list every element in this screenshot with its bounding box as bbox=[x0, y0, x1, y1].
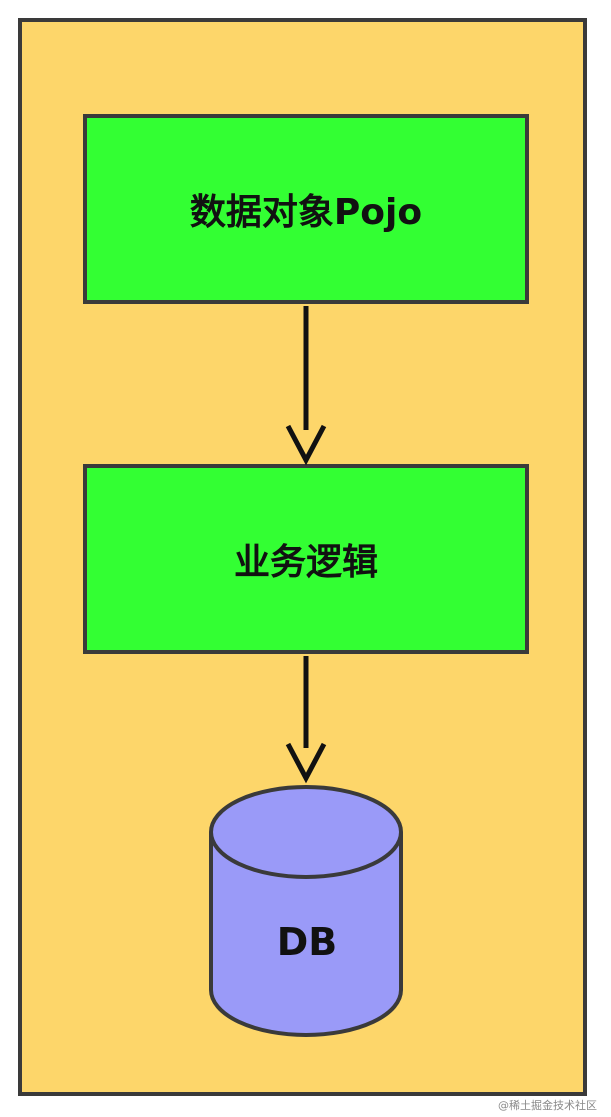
node-business-logic-label: 业务逻辑 bbox=[233, 542, 378, 583]
node-pojo-label: 数据对象Pojo bbox=[189, 192, 423, 233]
db-cylinder-body bbox=[209, 832, 403, 1037]
arrowhead-pojo-to-logic bbox=[285, 424, 327, 466]
node-db-label: DB bbox=[276, 920, 338, 964]
watermark: @稀土掘金技术社区 bbox=[498, 1099, 597, 1112]
node-business-logic: 业务逻辑 bbox=[83, 464, 529, 654]
arrowhead-logic-to-db bbox=[285, 742, 327, 784]
node-pojo: 数据对象Pojo bbox=[83, 114, 529, 304]
node-db-cylinder bbox=[209, 785, 403, 1037]
db-cylinder-top bbox=[209, 785, 403, 879]
